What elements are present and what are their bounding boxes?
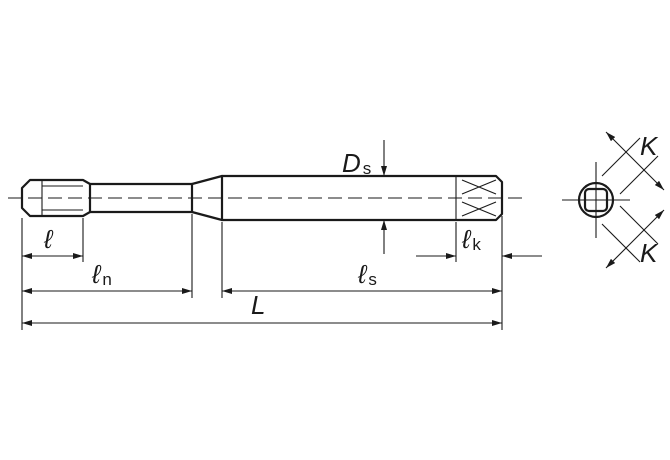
square-x-top (461, 179, 497, 195)
label-l: ℓ (43, 224, 54, 254)
dimension-lines (22, 140, 542, 326)
label-k-bottom: K (640, 238, 659, 268)
thread-section (20, 178, 92, 218)
dim-k-bottom (605, 209, 665, 269)
neck-taper (190, 174, 224, 222)
label-L: L (251, 290, 265, 320)
end-view-square (583, 187, 609, 213)
neck-section (88, 182, 194, 214)
dim-k-top (605, 131, 665, 191)
end-view: K K (562, 131, 665, 269)
tap-body (8, 174, 528, 222)
label-k-top: K (640, 131, 659, 161)
end-view-outer-circle (577, 181, 615, 219)
square-x-bottom (461, 201, 497, 217)
extension-lines (21, 214, 503, 330)
